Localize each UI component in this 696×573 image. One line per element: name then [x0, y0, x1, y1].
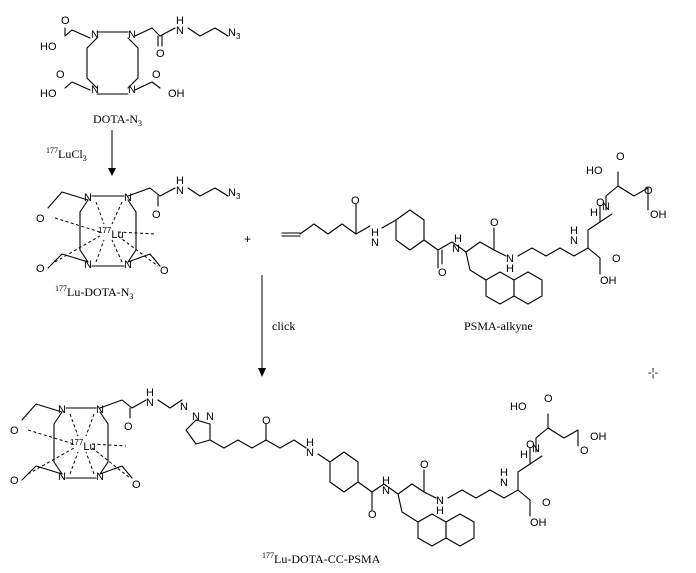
atom-oh: OH	[530, 517, 547, 529]
atom-n: N	[371, 237, 379, 249]
atom-o: O	[36, 263, 45, 275]
atom-n: N	[58, 404, 66, 416]
atom-n: N	[306, 447, 314, 459]
atom-n: N	[91, 29, 99, 41]
atom-ho: HO	[586, 165, 603, 177]
lu-dota-n3-structure: N N N N 177Lu O O O O H N N3	[36, 175, 241, 277]
atom-n: N	[128, 84, 136, 96]
triazole-n: N	[206, 411, 214, 423]
atom-n: N	[96, 471, 104, 483]
arrow-head	[108, 168, 116, 176]
atom-o: O	[351, 195, 360, 207]
atom-n3: N3	[228, 27, 241, 41]
atom-o: O	[542, 497, 551, 509]
arrow-head	[258, 368, 266, 377]
atom-oh: OH	[600, 275, 617, 287]
atom-n: N	[506, 253, 514, 265]
atom-o: O	[61, 15, 70, 27]
plus-sign: +	[244, 232, 251, 246]
atom-o: O	[368, 509, 377, 521]
atom-oh: OH	[590, 431, 607, 443]
label-lu-dota-n3: 177Lu-DOTA-N3	[55, 284, 133, 301]
atom-o: O	[152, 69, 161, 81]
atom-o: O	[616, 151, 625, 163]
atom-o: O	[262, 415, 271, 427]
atom-h: H	[146, 387, 154, 399]
label-reagent: 177LuCl3	[46, 146, 87, 163]
atom-o: O	[10, 475, 19, 487]
atom-o: O	[132, 479, 141, 491]
atom-ho: HO	[510, 401, 527, 413]
atom-h: H	[176, 175, 184, 187]
triazole-n: N	[192, 411, 200, 423]
atom-n: N	[84, 259, 92, 271]
product-structure: N N N N 177Lu O O O O H N N N N O H N H …	[10, 387, 607, 547]
atom-n: N	[452, 243, 460, 255]
label-psma-alkyne: PSMA-alkyne	[464, 319, 533, 333]
atom-n: N	[84, 192, 92, 204]
atom-n: N	[176, 185, 184, 197]
atom-oh: OH	[168, 88, 185, 100]
atom-n: N	[58, 471, 66, 483]
atom-n: N	[146, 397, 154, 409]
atom-n: N	[176, 25, 184, 37]
atom-n: N	[500, 477, 508, 489]
atom-o: O	[420, 459, 429, 471]
atom-o: O	[544, 393, 553, 405]
atom-h: H	[436, 505, 444, 517]
atom-o: O	[490, 217, 499, 229]
atom-h: H	[382, 475, 390, 487]
atom-ho: HO	[40, 41, 57, 53]
atom-o: O	[36, 213, 45, 225]
atom-n: N	[570, 235, 578, 247]
atom-n: N	[124, 192, 132, 204]
atom-o: O	[612, 253, 621, 265]
atom-o: O	[438, 267, 447, 279]
atom-h: H	[371, 227, 379, 239]
cursor-icon: -¦-	[648, 367, 659, 379]
atom-o: O	[152, 209, 161, 221]
atom-n: N	[91, 84, 99, 96]
atom-h: H	[520, 449, 528, 461]
atom-n: N	[124, 259, 132, 271]
atom-o: O	[526, 439, 535, 451]
lu-center: 177Lu	[98, 226, 124, 241]
atom-h: H	[506, 263, 514, 275]
atom-h: H	[590, 207, 598, 219]
atom-h: H	[570, 225, 578, 237]
label-click: click	[272, 319, 295, 333]
dota-n3-structure: N N N N O HO HO O O O OH H N N3	[40, 15, 241, 100]
label-dota-n3: DOTA-N3	[93, 112, 142, 128]
atom-n: N	[436, 495, 444, 507]
triazole-n: N	[180, 401, 188, 413]
atom-o: O	[160, 265, 169, 277]
atom-h: H	[306, 437, 314, 449]
atom-o: O	[644, 185, 653, 197]
atom-n: N	[382, 485, 390, 497]
atom-o: O	[56, 69, 65, 81]
atom-n: N	[532, 443, 540, 455]
atom-ho: HO	[40, 88, 57, 100]
atom-o: O	[596, 197, 605, 209]
atom-o: O	[156, 48, 165, 60]
atom-o: O	[10, 425, 19, 437]
atom-h: H	[454, 233, 462, 245]
atom-h: H	[500, 467, 508, 479]
psma-alkyne-structure: H N O H N O O N H H N O H N HO O OH O OH…	[281, 151, 667, 305]
atom-n: N	[602, 201, 610, 213]
label-product: 177Lu-DOTA-CC-PSMA	[262, 551, 381, 566]
atom-n3: N3	[228, 187, 241, 201]
atom-o: O	[124, 421, 133, 433]
atom-h: H	[176, 15, 184, 27]
atom-oh: OH	[650, 209, 667, 221]
atom-o: O	[580, 445, 589, 457]
lu-center: 177Lu	[70, 438, 96, 453]
atom-n: N	[128, 29, 136, 41]
atom-n: N	[96, 404, 104, 416]
